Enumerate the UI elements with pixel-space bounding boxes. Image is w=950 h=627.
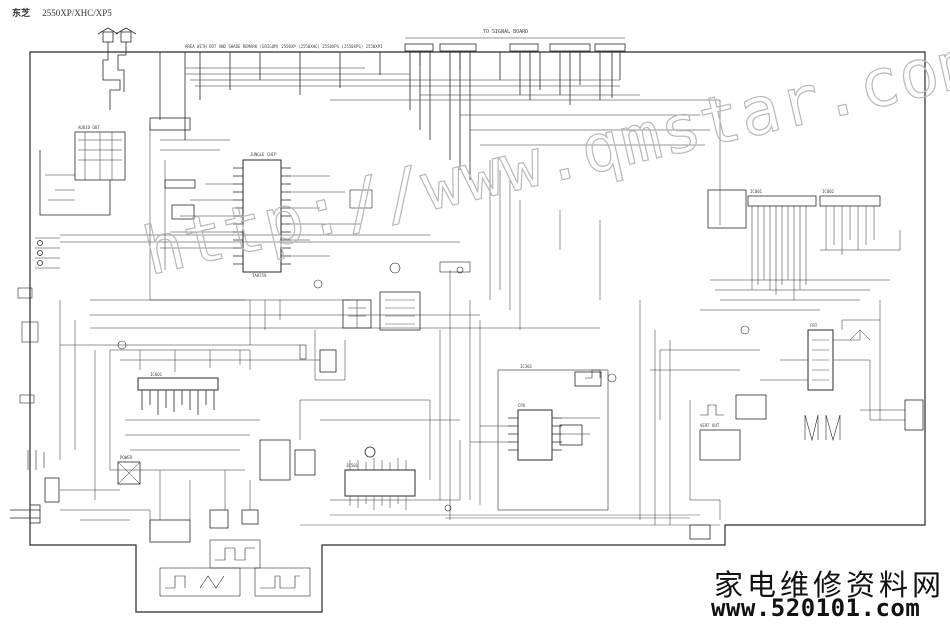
audio-out-label: AUDIO OUT <box>78 125 100 130</box>
ic501-label: IC501 <box>346 463 359 468</box>
center-small-block <box>314 291 421 381</box>
signal-board-connectors <box>404 37 626 180</box>
ic601-label: IC601 <box>150 372 163 377</box>
antenna-connector <box>97 27 137 110</box>
waveform-insets <box>159 539 311 597</box>
diagram-header: 东芝 2550XP/XHC/XP5 <box>12 6 112 19</box>
misc-parts <box>17 189 750 512</box>
vertical-ic-area <box>259 399 461 510</box>
right-ic-array <box>700 189 901 311</box>
cpu-ic <box>439 300 609 511</box>
ic802-label: IC802 <box>822 189 835 194</box>
audio-out-block <box>39 131 126 216</box>
ic801-label: IC801 <box>750 189 763 194</box>
top-note-label: AREA WITH DOT AND SHADE REMARK (ERIGUM) … <box>185 44 383 49</box>
cpu-label: CPU <box>518 403 526 408</box>
signal-board-label: TO SIGNAL BOARD <box>483 29 528 35</box>
power-label: POWER <box>120 455 133 460</box>
model-label: 2550XP/XHC/XP5 <box>42 8 112 18</box>
power-supply <box>10 461 259 543</box>
site-url: www.520101.com <box>711 594 921 622</box>
jungle-ic <box>160 159 360 273</box>
fbt-label: FBT <box>810 323 818 328</box>
brand-label: 东芝 <box>12 8 31 18</box>
jungle-label: JUNGLE CHIP <box>250 152 277 157</box>
jungle-ic-label: TA8759 <box>252 273 267 278</box>
site-name-cn: 家电维修资料网 <box>714 568 946 602</box>
ic301-label: IC301 <box>520 364 533 369</box>
flyback-block <box>650 319 924 540</box>
board-outline <box>29 51 926 613</box>
right-waveforms <box>585 369 841 442</box>
vert-label: VERT OUT <box>700 423 720 428</box>
audio-ic601 <box>109 349 260 471</box>
